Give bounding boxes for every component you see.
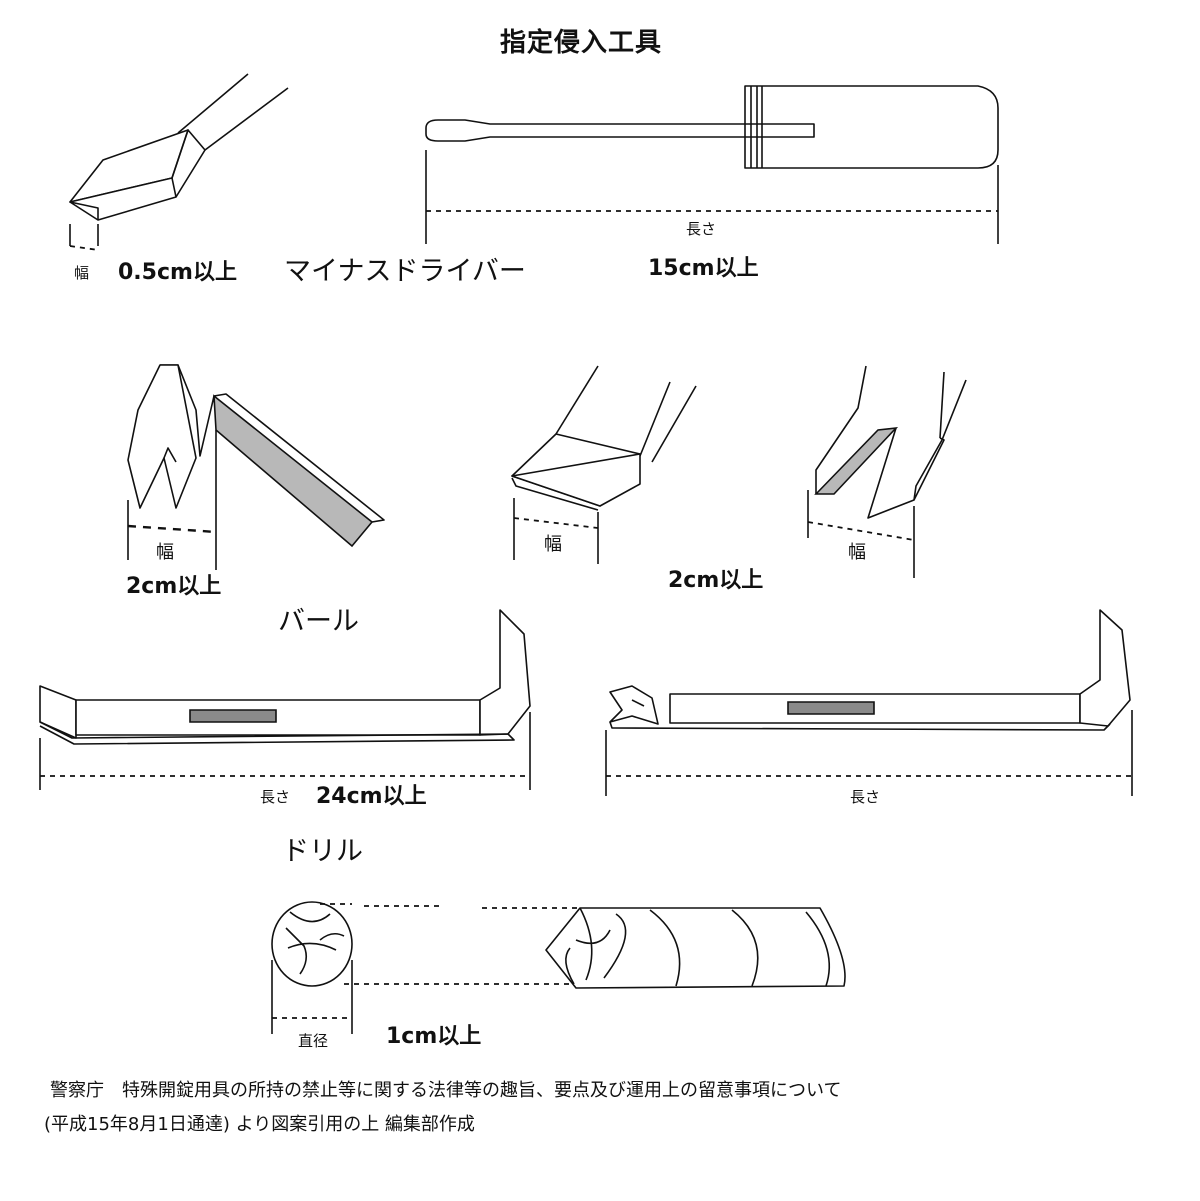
- bar-full-drawing-2: [605, 609, 1133, 796]
- drill-cross-section-drawing: [271, 901, 574, 1034]
- bar-flat-tip-drawing: [511, 365, 697, 564]
- source-caption-line-2: (平成15年8月1日通達) より図案引用の上 編集部作成: [44, 1114, 475, 1135]
- screwdriver-width-spec: 0.5cm以上: [118, 260, 237, 285]
- screwdriver-name: マイナスドライバー: [284, 256, 526, 287]
- bar-width-spec-2: 2cm以上: [668, 568, 764, 593]
- bar-name: バール: [278, 606, 359, 637]
- bar-length-label-2: 長さ: [850, 788, 881, 806]
- screwdriver-length-spec: 15cm以上: [648, 256, 759, 281]
- bar-width-label-3: 幅: [848, 542, 866, 563]
- bar-length-spec: 24cm以上: [316, 784, 427, 809]
- bar-length-label-1: 長さ: [260, 788, 291, 806]
- bar-width-label-1: 幅: [156, 542, 174, 563]
- drill-diameter-label: 直径: [298, 1032, 329, 1050]
- source-caption-line-1: 警察庁 特殊開錠用具の所持の禁止等に関する法律等の趣旨、要点及び運用上の留意事項…: [50, 1080, 842, 1101]
- screwdriver-tip-drawing: [69, 73, 289, 251]
- drill-bit-drawing: [482, 907, 846, 989]
- bar-width-spec-1: 2cm以上: [126, 574, 222, 599]
- bar-claw-tip-drawing: [127, 364, 385, 570]
- bar-width-label-2: 幅: [544, 534, 562, 555]
- screwdriver-width-label: 幅: [74, 264, 90, 282]
- screwdriver-length-label: 長さ: [686, 220, 717, 238]
- drill-diameter-spec: 1cm以上: [386, 1024, 482, 1049]
- bar-split-tip-drawing: [807, 365, 967, 578]
- page-title: 指定侵入工具: [500, 28, 663, 58]
- screwdriver-drawing: [425, 85, 999, 244]
- bar-full-drawing-1: [39, 609, 531, 790]
- drill-name: ドリル: [282, 836, 363, 867]
